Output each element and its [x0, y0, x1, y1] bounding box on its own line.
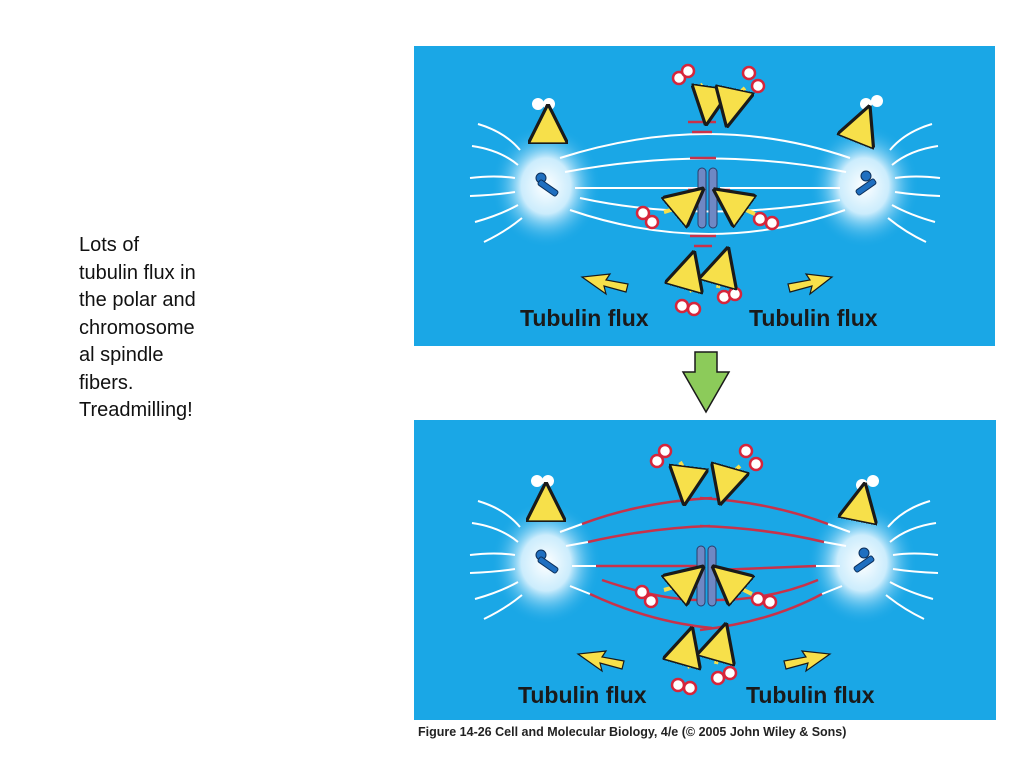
right-astral-fibers — [887, 123, 941, 243]
top-right-gamma-tubulin-icon — [855, 170, 877, 196]
right-pole-glow-bottom — [807, 501, 917, 625]
top-right-big-arrow-icon — [787, 273, 834, 296]
bottom-left-gamma-tubulin-icon — [535, 549, 559, 574]
bottom-right-big-arrow-icon — [783, 650, 832, 673]
top-flux-arrows — [548, 82, 864, 292]
left-astral-fibers — [469, 123, 523, 243]
side-text: Lots of tubulin flux in the polar and ch… — [79, 234, 196, 421]
bottom-flux-fibers — [581, 496, 829, 632]
figure-caption: Figure 14-26 Cell and Molecular Biology,… — [418, 725, 847, 739]
left-astral-fibers-bottom — [469, 500, 523, 620]
bottom-left-big-arrow-icon — [576, 650, 625, 673]
right-pole-glow — [809, 124, 919, 248]
panel-background — [414, 46, 995, 346]
bottom-flux-arrows — [546, 460, 862, 668]
top-left-big-arrow-icon — [580, 273, 629, 296]
left-pole-glow-bottom — [491, 501, 601, 625]
top-right-label: Tubulin flux — [749, 305, 878, 331]
bottom-left-label: Tubulin flux — [518, 682, 647, 708]
top-spindle-fibers — [559, 133, 851, 235]
top-flux-segments — [688, 120, 730, 248]
bottom-right-gamma-tubulin-icon — [853, 547, 875, 573]
top-red-dimers — [635, 63, 780, 317]
bottom-spindle-short-fibers — [559, 523, 851, 595]
top-left-gamma-tubulin-icon — [535, 172, 559, 197]
bottom-chromosome-icon — [696, 545, 717, 607]
bottom-red-dimers — [634, 443, 778, 696]
right-astral-fibers-bottom — [885, 500, 939, 620]
bottom-right-label: Tubulin flux — [746, 682, 875, 708]
top-white-dimers — [532, 95, 883, 110]
top-chromosome-icon — [697, 167, 718, 229]
bottom-white-dimers — [531, 475, 879, 491]
left-pole-glow — [491, 124, 601, 248]
top-left-label: Tubulin flux — [520, 305, 649, 331]
panel-background-bottom — [414, 420, 996, 720]
down-arrow-icon — [681, 351, 731, 414]
